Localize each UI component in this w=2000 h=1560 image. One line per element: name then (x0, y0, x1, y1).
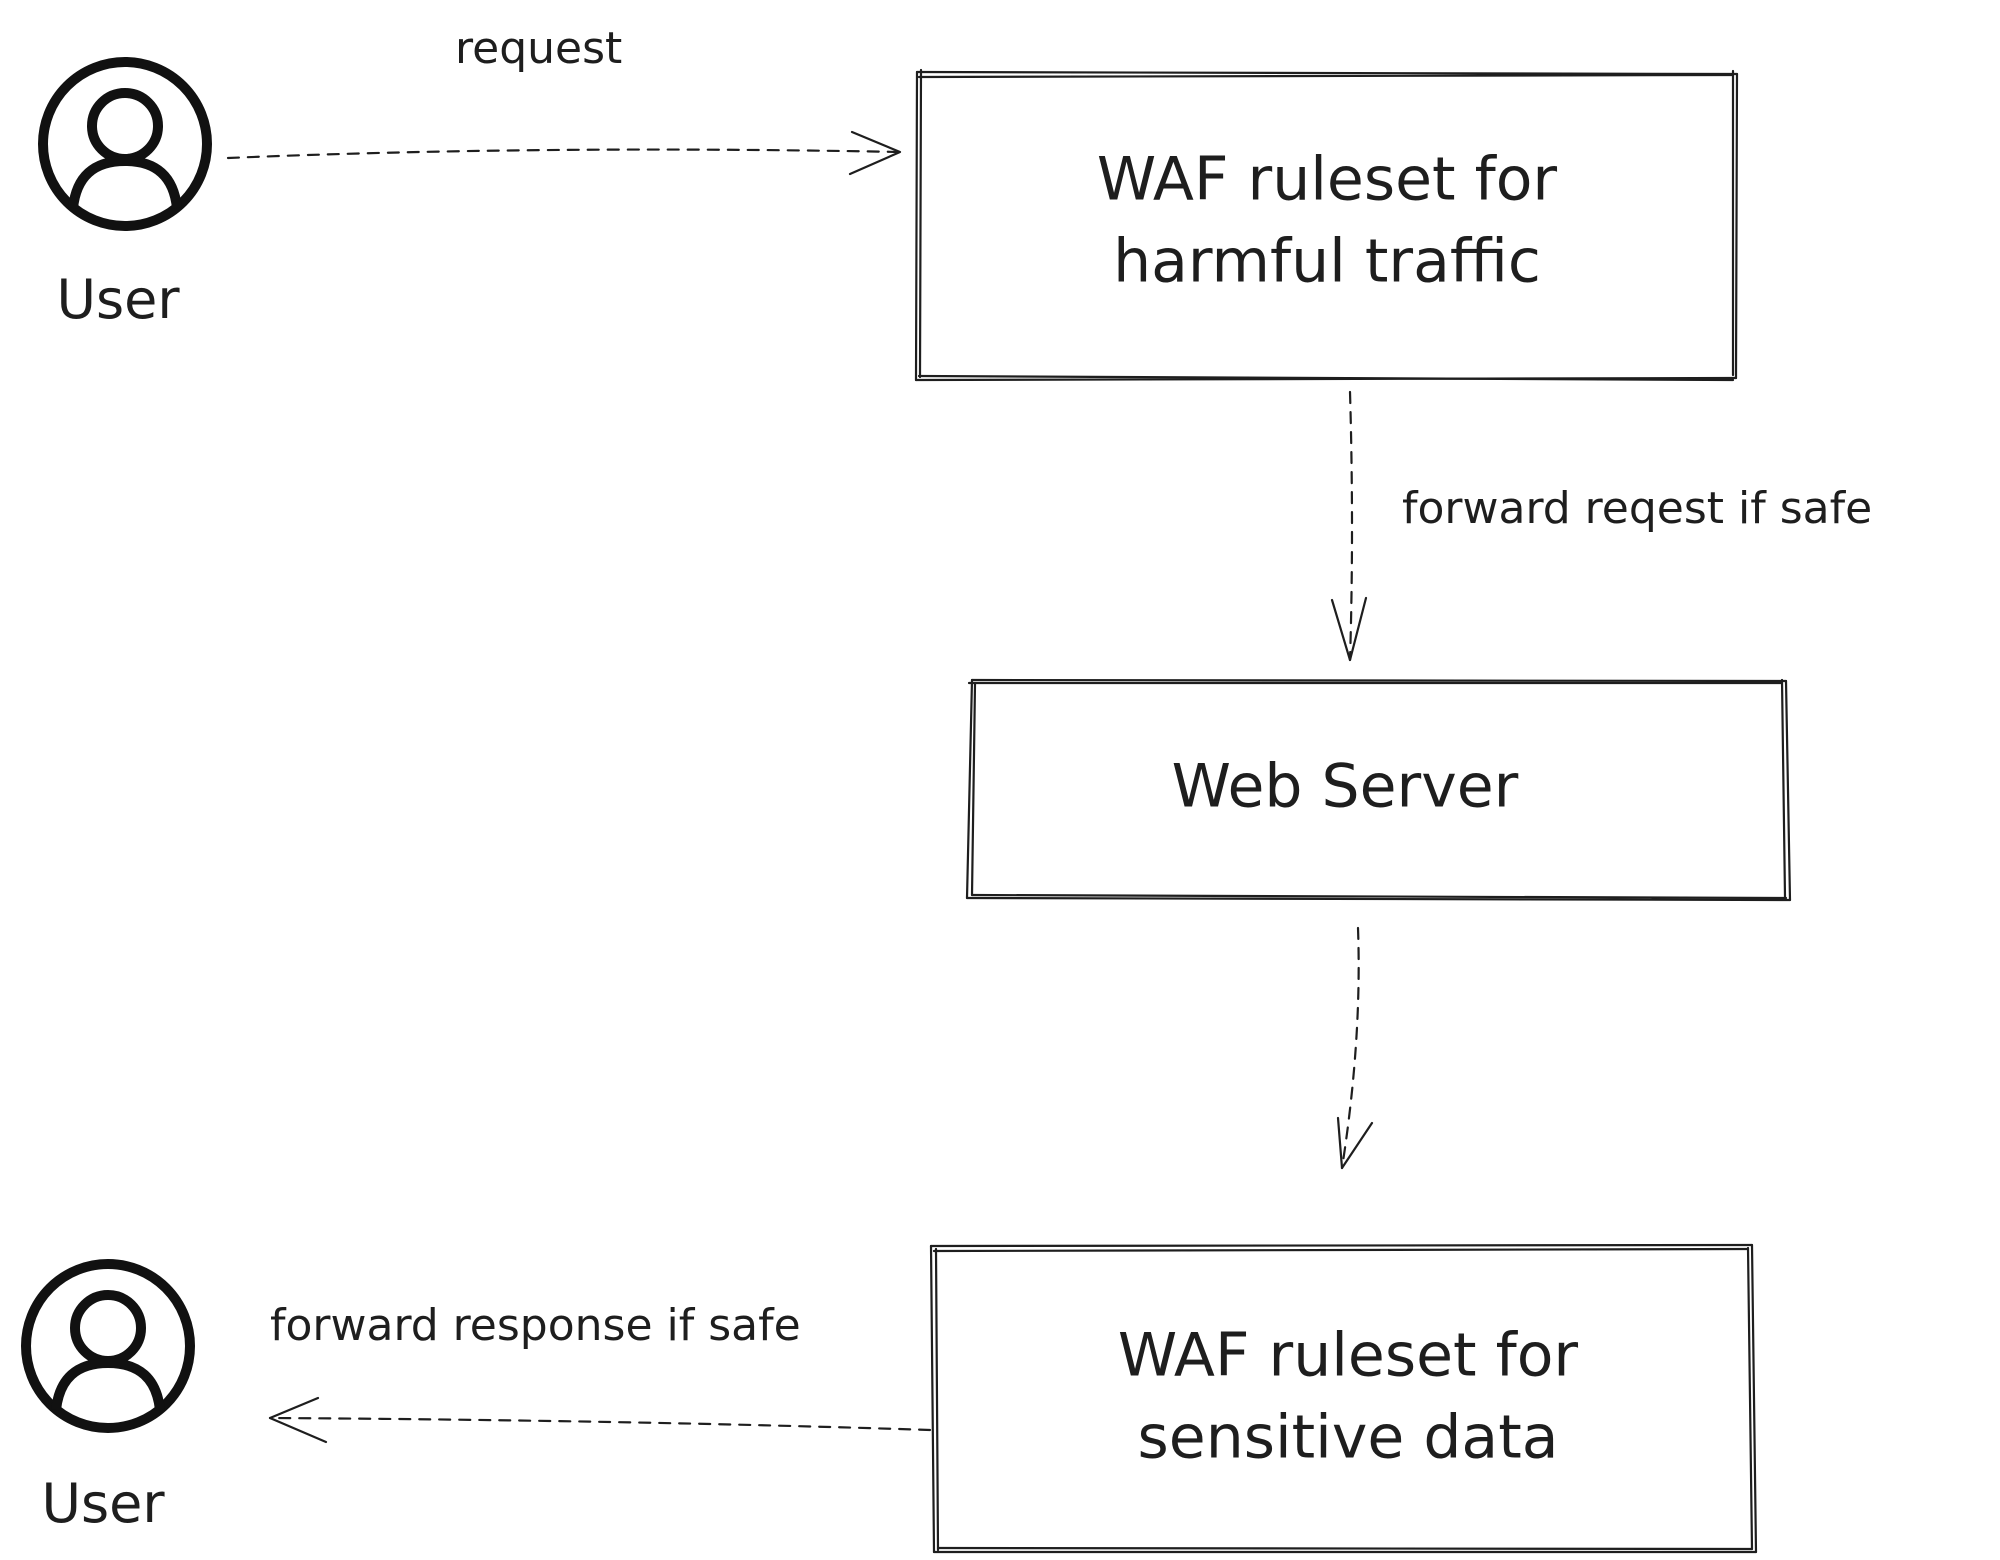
arrowhead-icon (268, 1396, 328, 1444)
waf-outbound-box[interactable]: WAF ruleset for sensitive data (929, 1243, 1758, 1554)
arrowhead-icon (848, 130, 902, 176)
user-icon (38, 57, 212, 231)
waf-outbound-title-line-2: sensitive data (1138, 1403, 1559, 1473)
edge-forward-response: forward response if safe (268, 1300, 932, 1444)
edge-forward-request-line (1348, 390, 1354, 662)
edge-request-label: request (455, 23, 622, 74)
web-server-title: Web Server (1172, 752, 1519, 822)
web-server-box[interactable]: Web Server (965, 678, 1792, 902)
user-top-label: User (56, 268, 180, 331)
edge-server-response-line (1340, 926, 1360, 1170)
edge-forward-request: forward reqest if safe (1330, 390, 1872, 662)
edge-server-response (1336, 926, 1374, 1170)
user-icon (21, 1259, 195, 1433)
edge-forward-response-label: forward response if safe (270, 1300, 801, 1351)
waf-inbound-title-line-1: WAF ruleset for (1097, 145, 1558, 215)
waf-inbound-title-line-2: harmful traffic (1113, 227, 1541, 297)
arrowhead-icon (1330, 596, 1368, 662)
user-top-actor: User (38, 57, 212, 331)
edge-request-line (226, 148, 902, 160)
waf-outbound-title-line-1: WAF ruleset for (1118, 1321, 1579, 1391)
edge-forward-response-line (268, 1416, 932, 1432)
arrowhead-icon (1336, 1116, 1374, 1170)
edge-request: request (226, 23, 902, 176)
user-bottom-actor: User (21, 1259, 195, 1535)
user-bottom-label: User (41, 1472, 165, 1535)
waf-inbound-box[interactable]: WAF ruleset for harmful traffic (914, 68, 1739, 382)
edge-forward-request-label: forward reqest if safe (1402, 483, 1872, 534)
